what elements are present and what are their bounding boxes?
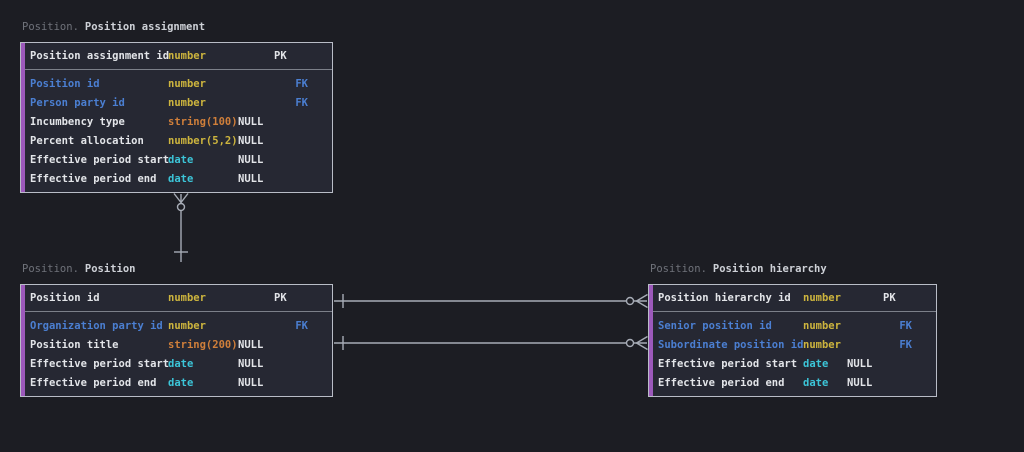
table-accent-bar — [21, 285, 25, 396]
column-name: Person party id — [30, 96, 125, 109]
column-name: Effective period start — [30, 357, 170, 370]
table-row: Person party id number FK — [21, 93, 332, 112]
table-row: Senior position id number FK — [649, 316, 936, 335]
column-nullable: NULL — [238, 115, 264, 128]
column-type: number — [168, 96, 206, 109]
column-name: Position id — [30, 292, 100, 304]
table-position[interactable]: Position id number PK Organization party… — [20, 284, 333, 397]
column-key: PK — [274, 50, 287, 62]
column-key: PK — [274, 292, 287, 304]
column-type: date — [803, 376, 829, 389]
table-name: Position hierarchy — [712, 263, 827, 275]
table-position-assignment[interactable]: Position assignment id number PK Positio… — [20, 42, 333, 193]
column-type: number — [168, 50, 206, 62]
column-name: Position id — [30, 77, 100, 90]
table-row: Position hierarchy id number PK — [649, 285, 936, 311]
crow-foot-many-icon — [173, 193, 189, 203]
column-type: date — [168, 376, 194, 389]
column-key: FK — [295, 96, 308, 109]
table-row: Effective period start date NULL — [21, 150, 332, 169]
column-type: number — [168, 292, 206, 304]
relationship-assignment-to-position[interactable] — [173, 193, 189, 263]
column-name: Effective period start — [30, 153, 170, 166]
crow-foot-many-icon — [636, 335, 648, 351]
zero-cardinality-circle-icon — [176, 202, 186, 212]
pk-separator — [25, 69, 332, 70]
relationship-position-to-hierarchy-subordinate[interactable] — [334, 335, 648, 351]
table-row: Effective period end date NULL — [649, 373, 936, 392]
column-name: Position hierarchy id — [658, 292, 791, 304]
column-type: number — [803, 292, 841, 304]
table-row: Effective period end date NULL — [21, 169, 332, 188]
column-type: date — [168, 172, 194, 185]
pk-separator — [653, 311, 936, 312]
column-type: number — [803, 319, 841, 332]
column-name: Effective period end — [30, 376, 157, 389]
column-name: Effective period end — [30, 172, 157, 185]
table-accent-bar — [21, 43, 25, 192]
column-type: number — [168, 77, 206, 90]
table-position-hierarchy[interactable]: Position hierarchy id number PK Senior p… — [648, 284, 937, 397]
column-nullable: NULL — [238, 376, 264, 389]
column-type: number — [168, 319, 206, 332]
table-row: Percent allocation number(5,2) NULL — [21, 131, 332, 150]
table-row: Position title string(200) NULL — [21, 335, 332, 354]
column-name: Percent allocation — [30, 134, 144, 147]
table-title-position-hierarchy[interactable]: Position. Position hierarchy — [650, 263, 827, 276]
column-type: date — [168, 153, 194, 166]
column-name: Senior position id — [658, 319, 772, 332]
column-nullable: NULL — [238, 338, 264, 351]
table-accent-bar — [649, 285, 653, 396]
table-row: Effective period start date NULL — [21, 354, 332, 373]
column-type: string(100) — [168, 115, 238, 128]
column-key: PK — [883, 292, 896, 304]
column-nullable: NULL — [238, 357, 264, 370]
column-key: FK — [295, 319, 308, 332]
column-name: Incumbency type — [30, 115, 125, 128]
column-nullable: NULL — [238, 153, 264, 166]
table-row: Position id number FK — [21, 74, 332, 93]
relationship-position-to-hierarchy-senior[interactable] — [334, 293, 648, 309]
column-key: FK — [899, 338, 912, 351]
table-name: Position — [84, 263, 136, 275]
table-row: Position id number PK — [21, 285, 332, 311]
table-row: Incumbency type string(100) NULL — [21, 112, 332, 131]
table-name: Position assignment — [84, 21, 206, 33]
table-row: Position assignment id number PK — [21, 43, 332, 69]
column-name: Organization party id — [30, 319, 163, 332]
pk-separator — [25, 311, 332, 312]
column-nullable: NULL — [238, 172, 264, 185]
table-row: Organization party id number FK — [21, 316, 332, 335]
table-row: Effective period end date NULL — [21, 373, 332, 392]
schema-prefix: Position. — [650, 263, 707, 275]
column-name: Position title — [30, 338, 119, 351]
column-name: Subordinate position id — [658, 338, 804, 351]
column-nullable: NULL — [847, 357, 873, 370]
table-title-position-assignment[interactable]: Position. Position assignment — [22, 21, 205, 34]
column-key: FK — [295, 77, 308, 90]
column-name: Effective period end — [658, 376, 785, 389]
column-type: date — [168, 357, 194, 370]
column-key: FK — [899, 319, 912, 332]
schema-prefix: Position. — [22, 263, 79, 275]
table-title-position[interactable]: Position. Position — [22, 263, 135, 276]
column-type: string(200) — [168, 338, 238, 351]
crow-foot-many-icon — [636, 293, 648, 309]
table-row: Subordinate position id number FK — [649, 335, 936, 354]
zero-cardinality-circle-icon — [625, 296, 635, 306]
table-row: Effective period start date NULL — [649, 354, 936, 373]
zero-cardinality-circle-icon — [625, 338, 635, 348]
column-nullable: NULL — [847, 376, 873, 389]
column-type: number(5,2) — [168, 134, 238, 147]
column-type: date — [803, 357, 829, 370]
column-name: Effective period start — [658, 357, 798, 370]
column-name: Position assignment id — [30, 50, 170, 62]
schema-prefix: Position. — [22, 21, 79, 33]
column-nullable: NULL — [238, 134, 264, 147]
column-type: number — [803, 338, 841, 351]
